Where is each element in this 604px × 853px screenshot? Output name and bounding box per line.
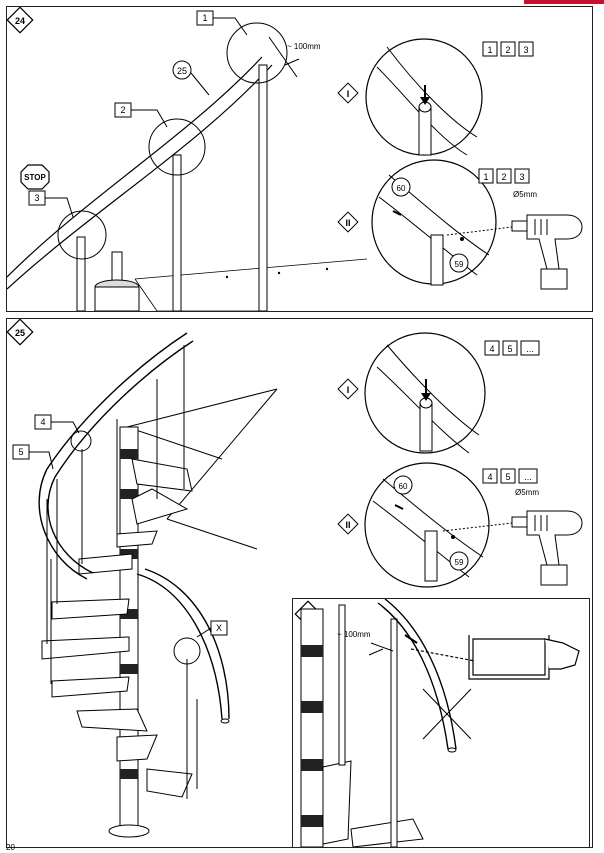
step-26-drawing: 26 ~ 100mm [294, 599, 580, 847]
step-number-badge: 25 [7, 319, 34, 346]
svg-text:59: 59 [455, 558, 464, 567]
svg-text:3: 3 [34, 193, 39, 203]
step-26-panel: 26 ~ 100mm [292, 598, 590, 848]
detail-I-marker: I [337, 82, 359, 104]
callout-1: 1 [196, 10, 248, 36]
handrail [38, 332, 188, 580]
svg-text:3: 3 [523, 45, 528, 55]
svg-text:Ø5mm: Ø5mm [513, 190, 537, 199]
svg-text:...: ... [526, 344, 534, 354]
step-24-drawing: 24 1 2 [7, 7, 583, 311]
detail-II-marker: II [337, 513, 359, 535]
handrail [7, 56, 263, 278]
svg-text:1: 1 [483, 172, 488, 182]
svg-text:1: 1 [487, 45, 492, 55]
callout-4: 4 [34, 414, 80, 434]
svg-text:II: II [345, 218, 350, 228]
svg-text:4: 4 [487, 472, 492, 482]
part-label-25: 25 [172, 60, 210, 96]
svg-text:3: 3 [519, 172, 524, 182]
svg-text:II: II [345, 520, 350, 530]
svg-text:2: 2 [120, 105, 125, 115]
svg-text:...: ... [524, 472, 532, 482]
svg-text:5: 5 [18, 447, 23, 457]
step-25-panel: 25 [6, 318, 593, 848]
sequence-I: 1 2 3 [482, 41, 534, 57]
drill-icon [511, 510, 583, 586]
svg-text:STOP: STOP [24, 173, 46, 182]
svg-text:5: 5 [507, 344, 512, 354]
svg-text:24: 24 [15, 16, 25, 26]
part-60: 60 [391, 177, 411, 197]
callout-2: 2 [114, 102, 168, 128]
svg-text:Ø5mm: Ø5mm [515, 488, 539, 497]
hacksaw-icon [410, 635, 580, 680]
part-59: 59 [449, 253, 469, 273]
svg-text:~ 100mm: ~ 100mm [287, 42, 321, 51]
detail-II-marker: II [337, 211, 359, 233]
central-column [108, 426, 150, 838]
svg-text:I: I [347, 89, 350, 99]
sequence-II: 4 5 ... [482, 468, 538, 484]
step-25-drawing: 25 [7, 319, 583, 838]
page-number: 20 [6, 843, 15, 852]
part-60: 60 [393, 475, 413, 495]
step-number-badge: 24 [7, 7, 34, 34]
sequence-II: 1 2 3 [478, 168, 530, 184]
step-24-panel: 24 1 2 [6, 6, 593, 312]
detail-I-marker: I [337, 378, 359, 400]
svg-text:2: 2 [505, 45, 510, 55]
svg-text:25: 25 [15, 328, 25, 338]
svg-text:59: 59 [455, 260, 464, 269]
svg-text:4: 4 [40, 417, 45, 427]
svg-text:2: 2 [501, 172, 506, 182]
svg-text:I: I [347, 385, 350, 395]
svg-text:X: X [216, 623, 222, 633]
svg-text:60: 60 [397, 184, 406, 193]
callout-3: 3 [28, 190, 74, 218]
sequence-I: 4 5 ... [484, 340, 540, 356]
svg-text:4: 4 [489, 344, 494, 354]
svg-text:5: 5 [505, 472, 510, 482]
cut-off-cross [422, 688, 472, 740]
callout-5: 5 [12, 444, 54, 470]
svg-text:1: 1 [202, 13, 207, 23]
svg-text:25: 25 [177, 66, 187, 76]
part-59: 59 [449, 551, 469, 571]
svg-text:60: 60 [399, 482, 408, 491]
drill-icon [511, 214, 583, 290]
stop-sign-icon: STOP [20, 164, 50, 190]
accent-tab [524, 0, 604, 4]
svg-text:~ 100mm: ~ 100mm [337, 630, 371, 639]
callout-X: X [196, 620, 228, 638]
